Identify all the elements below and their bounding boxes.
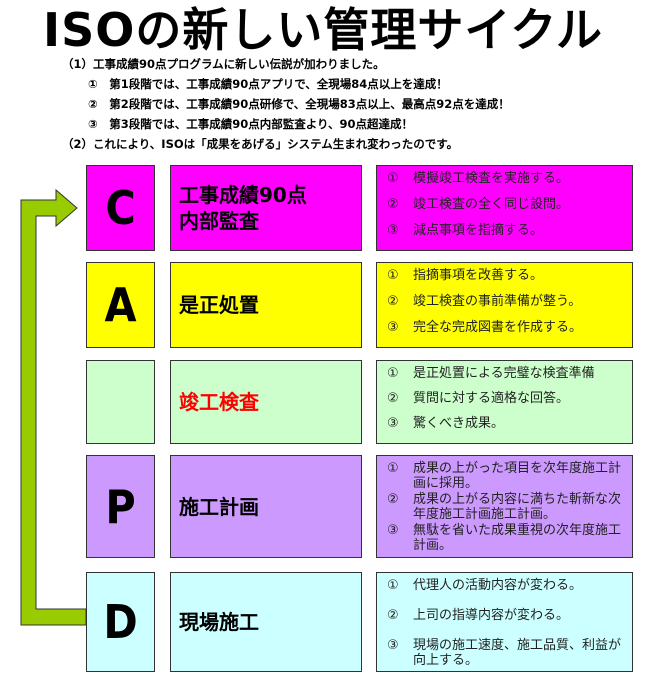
stage-item: ② 竣工検査の事前準備が整う。 [387, 294, 624, 320]
stage-item-text: 竣工検査の全く同じ設問。 [413, 197, 570, 212]
stage-item-text: 成果の上がる内容に満ちた斬新な次年度施工計画施工計画。 [413, 492, 622, 522]
stage-item-number: ① [387, 366, 399, 381]
stage-item-text: 現場の施工速度、施工品質、利益が向上する。 [413, 638, 622, 668]
stage-item: ③ 完全な完成図書を作成する。 [387, 320, 624, 346]
stage-item: ② 質問に対する適格な回答。 [387, 391, 624, 416]
stage-item-text: 減点事項を指摘する。 [413, 223, 544, 238]
stage-item-text: 是正処置による完璧な検査準備 [413, 366, 595, 381]
stage-letter [86, 360, 155, 444]
stage-letter: D [86, 572, 155, 672]
intro-line: ③ 第3段階では、工事成績90点内部監査より、90点超達成！ [88, 117, 414, 131]
stage-item-text: 無駄を省いた成果重視の次年度施工計画。 [413, 523, 622, 553]
stage-item-text: 驚くべき成果。 [413, 416, 505, 431]
intro-line: ② 第2段階では、工事成績90点研修で、全現場83点以上、最高点92点を達成！ [88, 97, 510, 111]
stage-item-number: ① [387, 268, 399, 283]
stage-item: ① 成果の上がった項目を次年度施工計画に採用。 [387, 461, 624, 492]
intro-line: （2）これにより、ISOは「成果をあげる」システム生まれ変わったのです。 [62, 137, 459, 151]
stage-item-text: 模擬竣工検査を実施する。 [413, 171, 570, 186]
stage-item-number: ③ [387, 523, 399, 538]
stage-item: ③ 無駄を省いた成果重視の次年度施工計画。 [387, 523, 624, 554]
stage-items: ① 指摘事項を改善する。 ② 竣工検査の事前準備が整う。 ③ 完全な完成図書を作成する。 [376, 262, 633, 348]
stage-item: ② 上司の指導内容が変わる。 [387, 608, 624, 638]
stage-name: 是正処置 [170, 262, 362, 348]
cycle-arrow-shape [20, 188, 87, 626]
page-title: ISOの新しい管理サイクル [42, 3, 604, 57]
stage-item: ① 是正処置による完璧な検査準備 [387, 366, 624, 391]
stage-item-number: ③ [387, 416, 399, 431]
stage-item-text: 竣工検査の事前準備が整う。 [413, 294, 582, 309]
stage-item-text: 質問に対する適格な回答。 [413, 391, 570, 406]
stage-name: 工事成績90点 内部監査 [170, 165, 362, 251]
stage-item-number: ② [387, 391, 399, 406]
stage-item: ① 指摘事項を改善する。 [387, 268, 624, 294]
stage-letter: P [86, 455, 155, 558]
intro-line: （1）工事成績90点プログラムに新しい伝説が加わりました。 [62, 57, 385, 71]
stage-name: 施工計画 [170, 455, 362, 558]
intro-line: ① 第1段階では、工事成績90点アプリで、全現場84点以上を達成！ [88, 77, 448, 91]
stage-item-number: ③ [387, 223, 399, 238]
stage-item: ③ 減点事項を指摘する。 [387, 223, 624, 249]
stage-item-text: 代理人の活動内容が変わる。 [413, 578, 583, 593]
stage-item: ③ 驚くべき成果。 [387, 416, 624, 441]
stage-item: ② 竣工検査の全く同じ設問。 [387, 197, 624, 223]
stage-item-number: ① [387, 171, 399, 186]
stage-items: ① 成果の上がった項目を次年度施工計画に採用。 ② 成果の上がる内容に満ちた斬新な次年… [376, 455, 633, 558]
stage-item-number: ② [387, 608, 399, 623]
stage-item-number: ① [387, 461, 399, 476]
stage-item-text: 上司の指導内容が変わる。 [413, 608, 570, 623]
stage-items: ① 模擬竣工検査を実施する。 ② 竣工検査の全く同じ設問。 ③ 減点事項を指摘する。 [376, 165, 633, 251]
stage-item-number: ② [387, 492, 399, 507]
stage-item-number: ① [387, 578, 399, 593]
stage-item-number: ③ [387, 320, 399, 335]
stage-name: 竣工検査 [170, 360, 362, 444]
stage-letter: C [86, 165, 155, 251]
stage-item-number: ② [387, 197, 399, 212]
stage-item: ① 代理人の活動内容が変わる。 [387, 578, 624, 608]
stage-item: ① 模擬竣工検査を実施する。 [387, 171, 624, 197]
stage-item-text: 完全な完成図書を作成する。 [413, 320, 583, 335]
stage-name: 現場施工 [170, 572, 362, 672]
stage-item: ③ 現場の施工速度、施工品質、利益が向上する。 [387, 638, 624, 668]
stage-item: ② 成果の上がる内容に満ちた斬新な次年度施工計画施工計画。 [387, 492, 624, 523]
stage-item-text: 指摘事項を改善する。 [413, 268, 544, 283]
stage-items: ① 代理人の活動内容が変わる。 ② 上司の指導内容が変わる。 ③ 現場の施工速度、施工品質… [376, 572, 633, 672]
stage-item-number: ③ [387, 638, 399, 653]
stage-item-text: 成果の上がった項目を次年度施工計画に採用。 [413, 461, 622, 491]
stage-items: ① 是正処置による完璧な検査準備 ② 質問に対する適格な回答。 ③ 驚くべき成果。 [376, 360, 633, 444]
stage-letter: A [86, 262, 155, 348]
stage-item-number: ② [387, 294, 399, 309]
